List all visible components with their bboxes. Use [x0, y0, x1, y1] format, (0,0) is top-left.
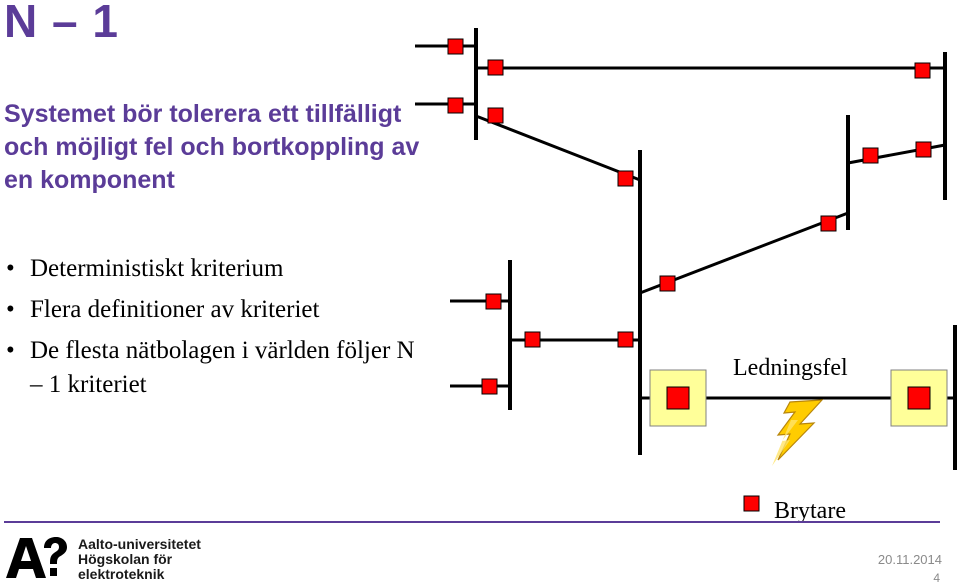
legend-label: Brytare [774, 498, 846, 524]
lead-statement: Systemet bör tolerera ett tillfälligt oc… [4, 100, 420, 194]
bullet-item: Flera definitioner av kriteriet [4, 293, 424, 327]
bullet-item: Deterministiskt kriterium [4, 252, 424, 286]
breaker-icon [481, 378, 498, 395]
org-name: Aalto-universitetet Högskolan för elektr… [78, 537, 201, 582]
slide-title: N – 1 [4, 0, 119, 47]
aalto-logo-icon [6, 537, 67, 578]
breakers [447, 38, 932, 410]
breaker-icon [447, 97, 464, 114]
bullet-item: De flesta nätbolagen i världen följer N … [4, 334, 424, 402]
breaker-icon [487, 59, 504, 76]
org-line: Högskolan för [78, 551, 173, 567]
breaker-icon [666, 386, 690, 410]
breaker-icon [524, 331, 541, 348]
busbars [474, 28, 957, 470]
line-diagonal-1 [475, 114, 641, 182]
lightning-icon [772, 399, 824, 466]
breaker-icon [914, 62, 931, 79]
page-number: 4 [933, 571, 940, 585]
breaker-icon [659, 275, 676, 292]
org-line: elektroteknik [78, 566, 165, 582]
breaker-icon [485, 293, 502, 310]
breaker-icon [915, 141, 932, 158]
breaker-icon [447, 38, 464, 55]
bullet-list: Deterministiskt kriterium Flera definiti… [4, 252, 424, 409]
breaker-icon [862, 147, 879, 164]
footer-divider [4, 521, 940, 523]
legend-breaker-icon [743, 495, 760, 512]
breaker-icon [820, 215, 837, 232]
breaker-icon [907, 386, 931, 410]
breaker-icon [617, 331, 634, 348]
breaker-icon [617, 170, 634, 187]
fault-label: Ledningsfel [733, 355, 848, 381]
lines [415, 44, 955, 400]
slide-date: 20.11.2014 [877, 552, 942, 567]
org-line: Aalto-universitetet [78, 536, 201, 552]
breaker-icon [487, 107, 504, 124]
